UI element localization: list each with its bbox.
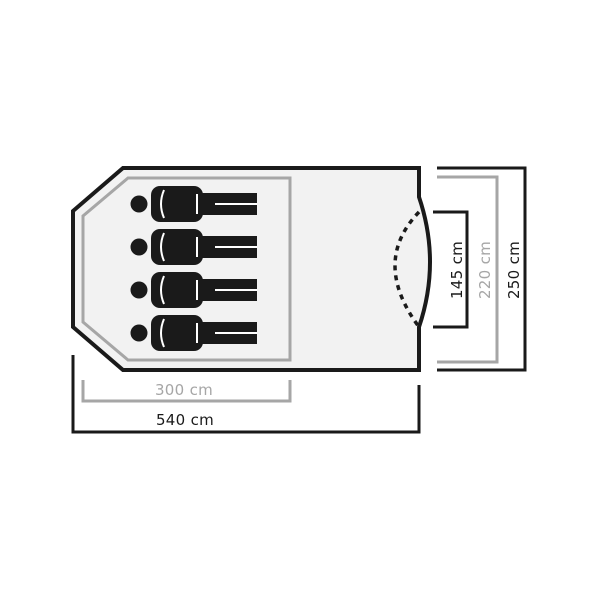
sleeper-figure [130,272,257,308]
sleeper-figure [130,315,257,351]
inner-width-label: 220 cm [476,241,494,299]
inner-width-bracket [437,175,499,364]
door-height-bracket [433,210,469,329]
sleeper-arm-line [160,275,165,305]
sleeper-figure [130,229,257,265]
sleeper-body [151,315,203,351]
sleeper-head [130,238,148,256]
inner-length-label: 300 cm [155,381,213,399]
sleeper-body [151,272,203,308]
sleeper-arm-line [160,318,165,348]
sleeper-arm-line [160,189,165,219]
sleeping-area [130,186,257,351]
total-width-label: 250 cm [505,241,523,299]
sleeper-head [130,281,148,299]
total-width-bracket [437,166,527,372]
sleeper-body [151,186,203,222]
sleeper-figure [130,186,257,222]
total-length-bracket [71,355,421,434]
door-height-label: 145 cm [448,241,466,299]
door-opening-arc [393,210,421,329]
sleeper-head [130,195,148,213]
inner-length-bracket [81,380,292,403]
sleeper-body [151,229,203,265]
total-length-label: 540 cm [156,411,214,429]
sleeper-head [130,324,148,342]
inner-tent-outline [81,176,292,362]
sleeper-arm-line [160,232,165,262]
